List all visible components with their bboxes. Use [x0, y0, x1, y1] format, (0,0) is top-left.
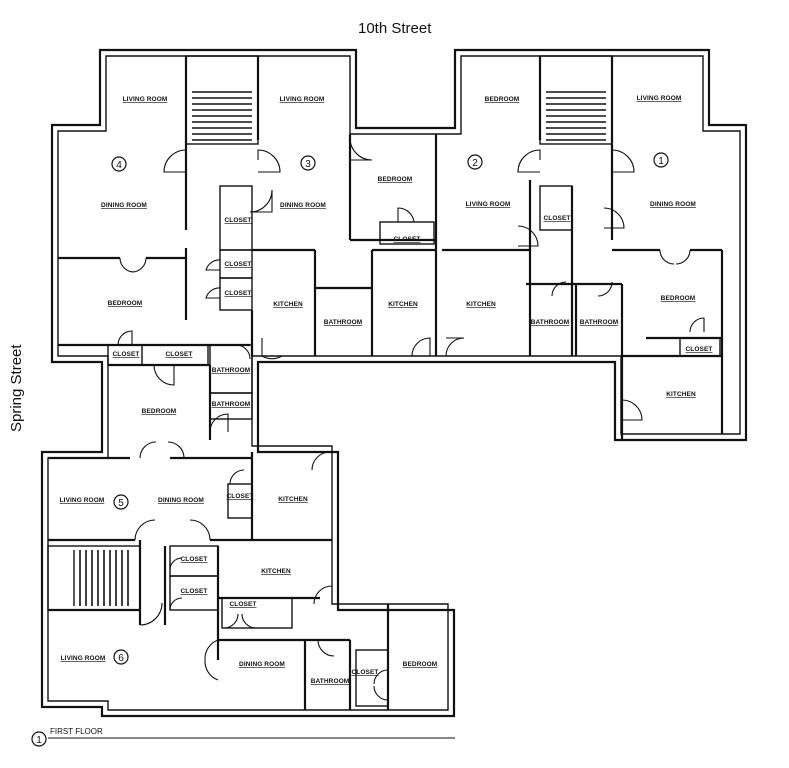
- room-label: CLOSET: [166, 351, 193, 358]
- room-label: DINING ROOM: [101, 202, 147, 209]
- room-label: LIVING ROOM: [280, 96, 325, 103]
- unit-number-4: 4: [116, 160, 122, 171]
- unit-number-5: 5: [118, 498, 124, 509]
- room-label: KITCHEN: [388, 301, 418, 308]
- room-label: BEDROOM: [485, 96, 520, 103]
- room-label: BEDROOM: [403, 661, 438, 668]
- room-label: KITCHEN: [466, 301, 496, 308]
- interior-walls: [47, 55, 724, 710]
- exterior-walls: [40, 48, 748, 718]
- unit-number-3: 3: [305, 159, 311, 170]
- room-label: DINING ROOM: [239, 661, 285, 668]
- unit-number-6: 6: [118, 653, 124, 664]
- room-label: CLOSET: [352, 669, 379, 676]
- caption-title: FIRST FLOOR: [50, 727, 103, 736]
- drawing-caption: 1 FIRST FLOOR: [31, 727, 455, 747]
- room-label: CLOSET: [225, 217, 252, 224]
- room-label: CLOSET: [225, 261, 252, 268]
- room-label: LIVING ROOM: [637, 95, 682, 102]
- room-label: CLOSET: [544, 215, 571, 222]
- room-label: LIVING ROOM: [60, 497, 105, 504]
- room-label: BATHROOM: [212, 401, 251, 408]
- unit-markers: 1 2 3 4 5 6: [111, 152, 669, 665]
- room-label: BATHROOM: [324, 319, 363, 326]
- room-label: CLOSET: [181, 556, 208, 563]
- room-label: CLOSET: [225, 290, 252, 297]
- room-label: CLOSET: [230, 601, 257, 608]
- room-label: CLOSET: [686, 346, 713, 353]
- room-label: BATHROOM: [531, 319, 570, 326]
- room-label: KITCHEN: [278, 496, 308, 503]
- room-label: CLOSET: [227, 493, 254, 500]
- room-label: CLOSET: [181, 588, 208, 595]
- room-labels: LIVING ROOM DINING ROOM BEDROOM CLOSET C…: [60, 95, 713, 685]
- stair-top-right: [546, 91, 606, 141]
- room-label: BEDROOM: [378, 176, 413, 183]
- room-label: BEDROOM: [661, 295, 696, 302]
- room-label: KITCHEN: [261, 568, 291, 575]
- stair-top-left: [192, 91, 252, 141]
- room-label: BEDROOM: [108, 300, 143, 307]
- room-label: CLOSET: [113, 351, 140, 358]
- unit-number-1: 1: [658, 156, 664, 167]
- caption-number: 1: [36, 735, 42, 746]
- room-label: LIVING ROOM: [61, 655, 106, 662]
- room-label: DINING ROOM: [650, 201, 696, 208]
- street-label-north: 10th Street: [358, 20, 432, 37]
- unit-number-2: 2: [472, 158, 478, 169]
- room-label: BATHROOM: [212, 367, 251, 374]
- room-label: BEDROOM: [142, 408, 177, 415]
- room-label: KITCHEN: [666, 391, 696, 398]
- room-label: LIVING ROOM: [466, 201, 511, 208]
- room-label: KITCHEN: [273, 301, 303, 308]
- doors: [117, 137, 705, 701]
- room-label: DINING ROOM: [158, 497, 204, 504]
- street-label-west: Spring Street: [8, 344, 25, 432]
- stair-bottom: [73, 550, 129, 606]
- room-label: LIVING ROOM: [123, 96, 168, 103]
- room-label: BATHROOM: [580, 319, 619, 326]
- room-label: BATHROOM: [311, 678, 350, 685]
- room-label: CLOSET: [394, 236, 421, 243]
- room-label: DINING ROOM: [280, 202, 326, 209]
